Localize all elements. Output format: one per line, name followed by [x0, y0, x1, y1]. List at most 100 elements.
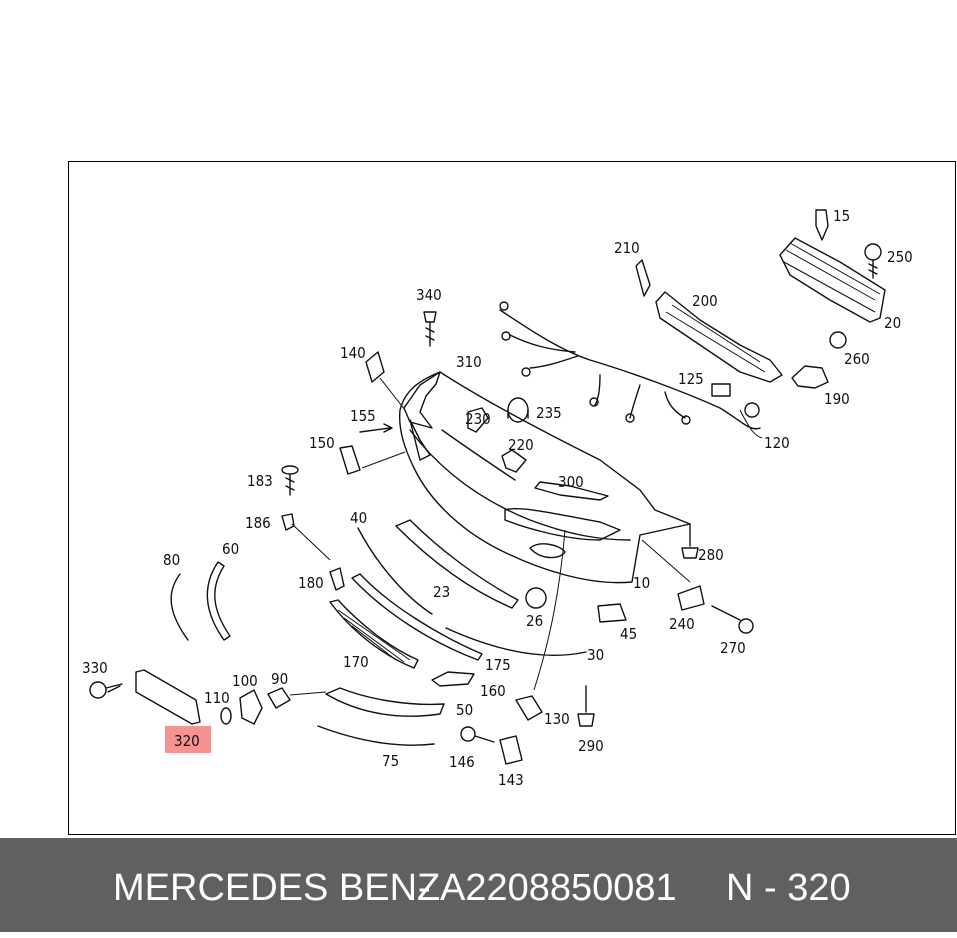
bolt-part-280 — [681, 523, 699, 559]
label-210: 210 — [614, 239, 640, 257]
screw-part-330 — [89, 681, 123, 699]
label-300: 300 — [558, 473, 584, 491]
bracket-part-230 — [467, 407, 489, 433]
label-330: 330 — [82, 659, 108, 677]
bracket-part-150 — [339, 445, 361, 475]
label-155: 155 — [350, 407, 376, 425]
bumper-cover-part — [398, 371, 691, 584]
leader-150 — [361, 451, 406, 469]
part-info-footer: MERCEDES BENZ - A2208850081 N - 320 — [0, 838, 957, 932]
ring-part-110 — [220, 707, 232, 725]
label-15: 15 — [833, 207, 850, 225]
label-310: 310 — [456, 353, 482, 371]
part-labels: 15 250 20 260 190 210 200 125 120 340 14… — [82, 207, 913, 789]
label-230: 230 — [465, 410, 491, 428]
diagram-frame — [68, 161, 956, 835]
bracket-part-140 — [365, 351, 385, 383]
label-140: 140 — [340, 344, 366, 362]
strip-part-175 — [351, 573, 483, 661]
bracket-part-130 — [515, 695, 543, 721]
plug-part-125 — [711, 383, 731, 397]
bracket-part-160 — [431, 671, 475, 687]
strip-part-75 — [317, 725, 435, 746]
label-26: 26 — [526, 612, 543, 630]
strip-part-30 — [445, 627, 587, 657]
strip-part-40 — [357, 527, 433, 615]
bracket-part-310 — [403, 371, 441, 429]
leader-186 — [291, 523, 331, 561]
label-50: 50 — [456, 701, 473, 719]
label-130: 130 — [544, 710, 570, 728]
bracket-part-240 — [677, 585, 705, 611]
label-320: 320 — [174, 732, 200, 750]
label-280: 280 — [698, 546, 724, 564]
label-220: 220 — [508, 436, 534, 454]
leader-130 — [533, 529, 566, 691]
label-110: 110 — [204, 689, 230, 707]
label-80: 80 — [163, 551, 180, 569]
label-170: 170 — [343, 653, 369, 671]
label-240: 240 — [669, 615, 695, 633]
label-40: 40 — [350, 509, 367, 527]
bracket-part-220 — [501, 449, 527, 473]
nut-part-260 — [829, 331, 847, 349]
label-180: 180 — [298, 574, 324, 592]
grille-part-20 — [779, 237, 886, 323]
bracket-part-210 — [635, 259, 651, 297]
bolt-part-290 — [577, 685, 595, 727]
leader-90 — [289, 691, 327, 696]
leader-140 — [379, 377, 406, 411]
strip-part-300 — [534, 481, 609, 501]
label-100: 100 — [232, 672, 258, 690]
label-146: 146 — [449, 753, 475, 771]
clip-part-143 — [499, 735, 523, 765]
pin-part-155 — [359, 423, 393, 433]
label-45: 45 — [620, 625, 637, 643]
emblem-part-26 — [525, 587, 547, 609]
label-270: 270 — [720, 639, 746, 657]
bolt-part-340 — [423, 311, 437, 347]
bolt-part-250 — [864, 243, 882, 279]
holder-part-100 — [239, 689, 263, 725]
label-250: 250 — [887, 248, 913, 266]
bracket-part-180 — [329, 567, 345, 591]
trim-part-60 — [206, 561, 231, 641]
bracket-part-45 — [597, 603, 627, 623]
label-175: 175 — [485, 656, 511, 674]
label-260: 260 — [844, 350, 870, 368]
clip-part-15 — [815, 209, 829, 241]
grommet-part-235 — [507, 397, 529, 423]
label-290: 290 — [578, 737, 604, 755]
leader-120 — [739, 409, 763, 439]
bracket-part-320 — [135, 669, 201, 725]
diagram-reference: N - 320 — [726, 867, 851, 909]
bolt-part-270 — [711, 605, 754, 634]
label-75: 75 — [382, 752, 399, 770]
strip-part-23 — [395, 519, 519, 609]
screw-part-183 — [281, 465, 299, 496]
label-125: 125 — [678, 370, 704, 388]
label-235: 235 — [536, 404, 562, 422]
parts-exploded-diagram: 15 250 20 260 190 210 200 125 120 340 14… — [82, 207, 913, 789]
sensor-part-90 — [267, 687, 291, 709]
label-190: 190 — [824, 390, 850, 408]
bracket-part-190 — [791, 365, 829, 389]
part-number: A2208850081 — [440, 867, 677, 909]
label-23: 23 — [433, 583, 450, 601]
label-183: 183 — [247, 472, 273, 490]
screw-part-146 — [460, 726, 495, 743]
label-143: 143 — [498, 771, 524, 789]
mesh-grille-part-170 — [329, 599, 419, 669]
highlight-box-320 — [165, 726, 211, 753]
trim-part-80 — [170, 573, 189, 641]
footer-separator: - — [418, 867, 431, 909]
label-160: 160 — [480, 682, 506, 700]
label-90: 90 — [271, 670, 288, 688]
label-186: 186 — [245, 514, 271, 532]
bracket-part-200 — [655, 291, 783, 383]
label-340: 340 — [416, 286, 442, 304]
label-120: 120 — [764, 434, 790, 452]
label-150: 150 — [309, 434, 335, 452]
label-30: 30 — [587, 646, 604, 664]
leader-10 — [641, 539, 691, 583]
